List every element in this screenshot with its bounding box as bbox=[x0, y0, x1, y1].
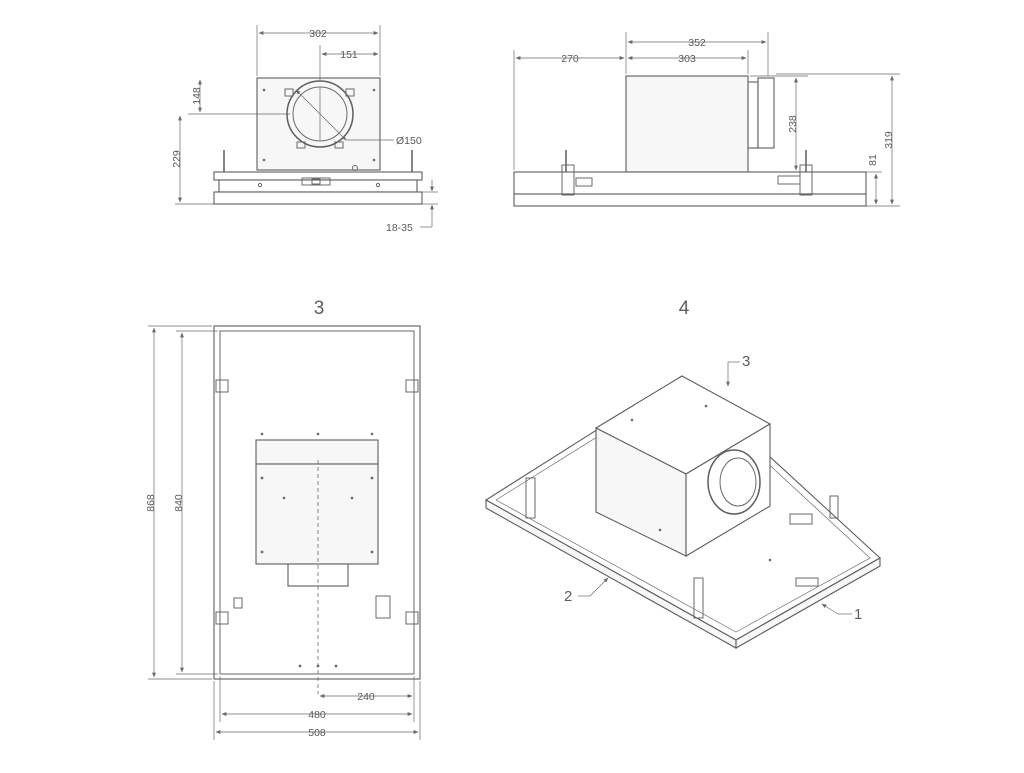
dim-508: 508 bbox=[308, 727, 326, 739]
dim-302: 302 bbox=[309, 28, 327, 40]
top-box-lid bbox=[255, 439, 379, 465]
top-panel-inner bbox=[219, 330, 415, 675]
dim-229: 229 bbox=[171, 150, 183, 168]
dim-303: 303 bbox=[678, 53, 696, 65]
iso-duct-inner bbox=[719, 457, 757, 507]
callout-3: 3 bbox=[742, 353, 750, 370]
iso-box-right bbox=[685, 423, 771, 557]
dim-868: 868 bbox=[145, 494, 157, 512]
view-label-3: 3 bbox=[314, 298, 325, 319]
dim-840: 840 bbox=[173, 494, 185, 512]
front-frame-panel bbox=[213, 191, 423, 205]
isometric-view: 4 3 2 1 bbox=[484, 298, 881, 649]
callout-1: 1 bbox=[854, 606, 862, 623]
callout-2: 2 bbox=[564, 588, 572, 605]
dim-81: 81 bbox=[867, 154, 879, 166]
side-duct bbox=[757, 77, 775, 149]
dim-319: 319 bbox=[883, 131, 895, 149]
top-view: 3 868 840 240 480 bbox=[145, 298, 421, 740]
dim-duct-diameter: Ø150 bbox=[396, 135, 422, 147]
side-duct-collar bbox=[747, 81, 759, 149]
dim-18-35: 18-35 bbox=[386, 222, 413, 234]
front-frame-body bbox=[218, 179, 418, 193]
iso-duct-outer bbox=[707, 449, 761, 515]
fan-box bbox=[256, 77, 381, 171]
side-view: 270 352 303 238 319 81 bbox=[513, 32, 900, 207]
dim-480: 480 bbox=[308, 709, 326, 721]
front-view: 302 151 148 229 Ø150 18-35 bbox=[171, 25, 438, 234]
top-box-body bbox=[255, 463, 379, 565]
iso-panel-side-edge bbox=[735, 557, 881, 649]
view-label-4: 4 bbox=[679, 298, 690, 319]
side-frame-panel bbox=[513, 193, 867, 207]
dim-270: 270 bbox=[561, 53, 579, 65]
dim-238: 238 bbox=[787, 115, 799, 133]
dim-151: 151 bbox=[340, 49, 358, 61]
dim-352: 352 bbox=[688, 37, 706, 49]
side-frame bbox=[513, 171, 867, 195]
dim-240: 240 bbox=[357, 691, 375, 703]
side-fan-box bbox=[625, 75, 749, 173]
dim-148: 148 bbox=[191, 87, 203, 105]
